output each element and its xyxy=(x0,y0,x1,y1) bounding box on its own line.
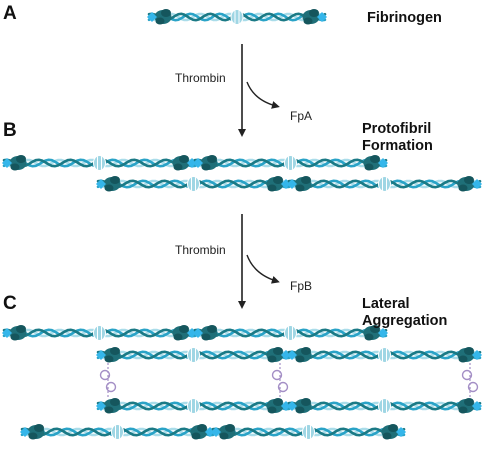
crosslink-icon xyxy=(271,363,289,399)
protofibril-label-line1: Protofibril xyxy=(362,121,432,137)
e-domain xyxy=(187,398,200,414)
end-cap-left xyxy=(147,12,157,22)
e-domain xyxy=(284,155,297,171)
lateral-aggregation-label-line2: Aggregation xyxy=(362,313,448,330)
d-domain-right xyxy=(266,176,284,192)
d-domain-left xyxy=(294,347,312,363)
end-cap-left xyxy=(287,350,297,360)
end-cap-right xyxy=(396,427,406,437)
d-domain-left xyxy=(294,398,312,414)
fibrin-molecule-icon xyxy=(20,424,215,440)
fibrin-molecule-icon xyxy=(96,176,291,192)
d-domain-left xyxy=(200,325,218,341)
fibrin-molecule-icon xyxy=(2,155,197,171)
d-domain-left xyxy=(103,176,121,192)
d-domain-right xyxy=(172,325,190,341)
panel-letter-a: A xyxy=(3,3,17,24)
end-cap-left xyxy=(193,328,203,338)
molecules-layer xyxy=(2,9,482,440)
fibrin-molecule-icon xyxy=(287,176,482,192)
step2-enzyme-label: Thrombin xyxy=(175,243,226,257)
e-domain xyxy=(378,398,391,414)
fibrin-molecule-icon xyxy=(193,325,388,341)
e-domain xyxy=(378,176,391,192)
d-domain-left xyxy=(27,424,45,440)
e-domain xyxy=(111,424,124,440)
end-cap-left xyxy=(2,328,12,338)
fibrin-molecule-icon xyxy=(211,424,406,440)
d-domain-left xyxy=(294,176,312,192)
fibrinogen-label: Fibrinogen xyxy=(367,10,442,26)
d-domain-left xyxy=(9,325,27,341)
d-domain-left xyxy=(154,9,172,25)
lateral-aggregation-label: Lateral Aggregation xyxy=(362,296,447,330)
fibrin-molecule-icon xyxy=(147,9,327,25)
d-domain-left xyxy=(103,347,121,363)
end-cap-right xyxy=(472,179,482,189)
d-domain-left xyxy=(200,155,218,171)
d-domain-left xyxy=(218,424,236,440)
e-domain xyxy=(93,155,106,171)
d-domain-right xyxy=(457,398,475,414)
end-cap-left xyxy=(211,427,221,437)
d-domain-right xyxy=(457,347,475,363)
step2-release-arrow xyxy=(246,254,280,284)
end-cap-right xyxy=(378,158,388,168)
end-cap-left xyxy=(96,401,106,411)
e-domain xyxy=(230,9,244,25)
lateral-aggregation-label-line1: Lateral xyxy=(362,296,410,312)
protofibril-label-line2: Formation xyxy=(362,138,433,155)
e-domain xyxy=(93,325,106,341)
e-domain xyxy=(187,176,200,192)
e-domain xyxy=(302,424,315,440)
end-cap-left xyxy=(193,158,203,168)
d-domain-right xyxy=(266,347,284,363)
arrows-layer xyxy=(238,44,280,309)
end-cap-right xyxy=(472,350,482,360)
fibrin-molecule-icon xyxy=(287,347,482,363)
d-domain-right xyxy=(190,424,208,440)
end-cap-left xyxy=(287,179,297,189)
panel-letter-c: C xyxy=(3,293,17,314)
d-domain-right xyxy=(172,155,190,171)
d-domain-right xyxy=(381,424,399,440)
fibrin-molecule-icon xyxy=(96,347,291,363)
e-domain xyxy=(187,347,200,363)
step1-released-label: FpA xyxy=(290,109,313,123)
end-cap-left xyxy=(96,179,106,189)
d-domain-right xyxy=(363,325,381,341)
crosslinks-layer xyxy=(99,363,479,399)
step2-released-label: FpB xyxy=(290,279,313,293)
fibrin-molecule-icon xyxy=(193,155,388,171)
end-cap-left xyxy=(287,401,297,411)
e-domain xyxy=(378,347,391,363)
end-cap-right xyxy=(378,328,388,338)
d-domain-right xyxy=(363,155,381,171)
crosslink-icon xyxy=(461,363,479,399)
panel-letter-b: B xyxy=(3,120,17,141)
end-cap-left xyxy=(2,158,12,168)
d-domain-right xyxy=(302,9,320,25)
d-domain-left xyxy=(9,155,27,171)
d-domain-right xyxy=(266,398,284,414)
fibrin-molecule-icon xyxy=(287,398,482,414)
step1-release-arrow xyxy=(246,81,280,109)
d-domain-left xyxy=(103,398,121,414)
end-cap-right xyxy=(472,401,482,411)
fibrin-molecule-icon xyxy=(96,398,291,414)
protofibril-label: Protofibril Formation xyxy=(362,121,433,155)
crosslink-icon xyxy=(99,363,117,399)
step1-enzyme-label: Thrombin xyxy=(175,71,226,85)
end-cap-left xyxy=(20,427,30,437)
end-cap-right xyxy=(317,12,327,22)
e-domain xyxy=(284,325,297,341)
end-cap-left xyxy=(96,350,106,360)
fibrin-molecule-icon xyxy=(2,325,197,341)
d-domain-right xyxy=(457,176,475,192)
